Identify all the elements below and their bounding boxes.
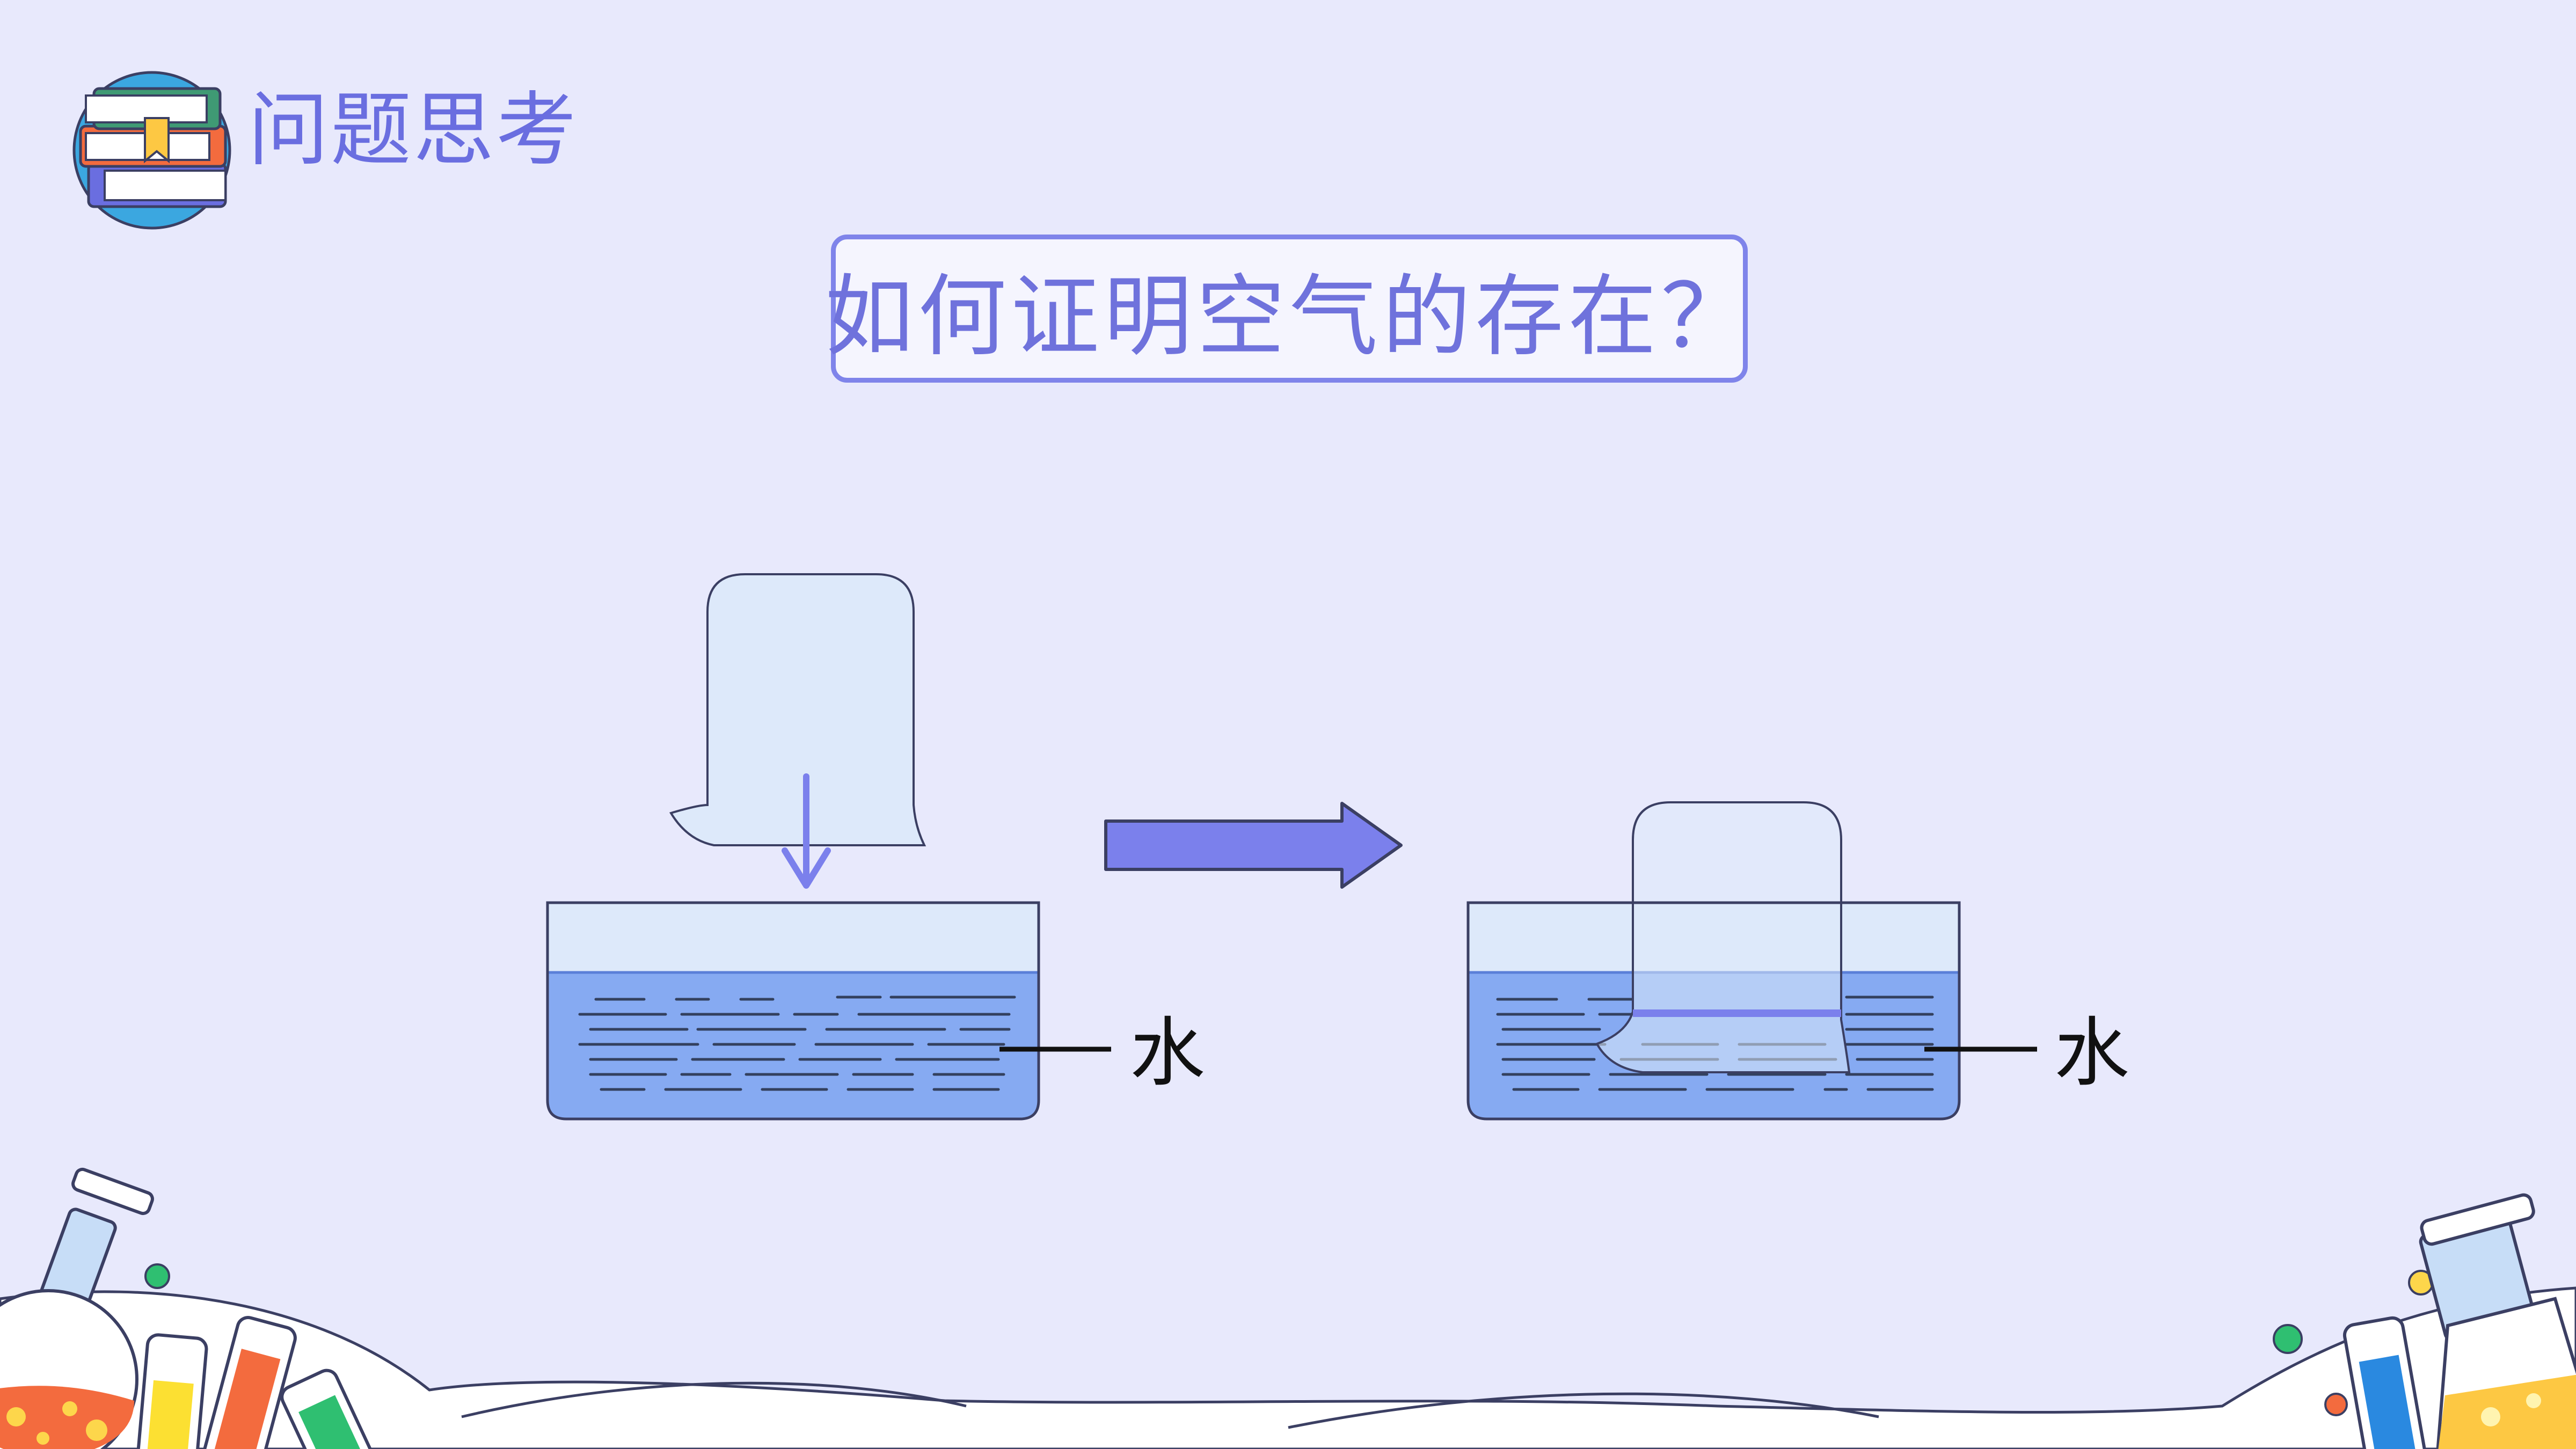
books-stack-icon — [72, 71, 231, 230]
red-dot — [2324, 1393, 2348, 1416]
beaker-before — [546, 901, 1111, 1121]
water-label-before: 水 — [1130, 1009, 1206, 1097]
beaker-after — [1466, 801, 2037, 1121]
water-ripples — [578, 996, 1016, 1091]
green-test-tube-icon — [280, 1368, 380, 1449]
question-text: 如何证明空气的存在？ — [825, 265, 1754, 368]
conical-flask-icon — [2419, 1193, 2576, 1449]
right-arrow-icon — [1104, 802, 1403, 889]
right-lab-equipment — [2273, 1193, 2576, 1449]
page-title: 问题思考 — [248, 84, 579, 177]
yellow-test-tube-icon — [135, 1333, 208, 1449]
orange-test-tube-icon — [202, 1316, 297, 1449]
left-lab-equipment — [0, 1167, 380, 1449]
green-dot — [144, 1263, 170, 1289]
green-dot-right — [2273, 1324, 2303, 1354]
round-flask-icon — [0, 1167, 154, 1449]
question-box: 如何证明空气的存在？ — [825, 235, 1749, 383]
bottom-decoration — [0, 1286, 2576, 1449]
glass-cup-before — [669, 573, 926, 846]
water-label-after: 水 — [2054, 1009, 2130, 1097]
blue-test-tube-icon — [2343, 1316, 2429, 1449]
down-arrow-icon — [782, 773, 831, 889]
